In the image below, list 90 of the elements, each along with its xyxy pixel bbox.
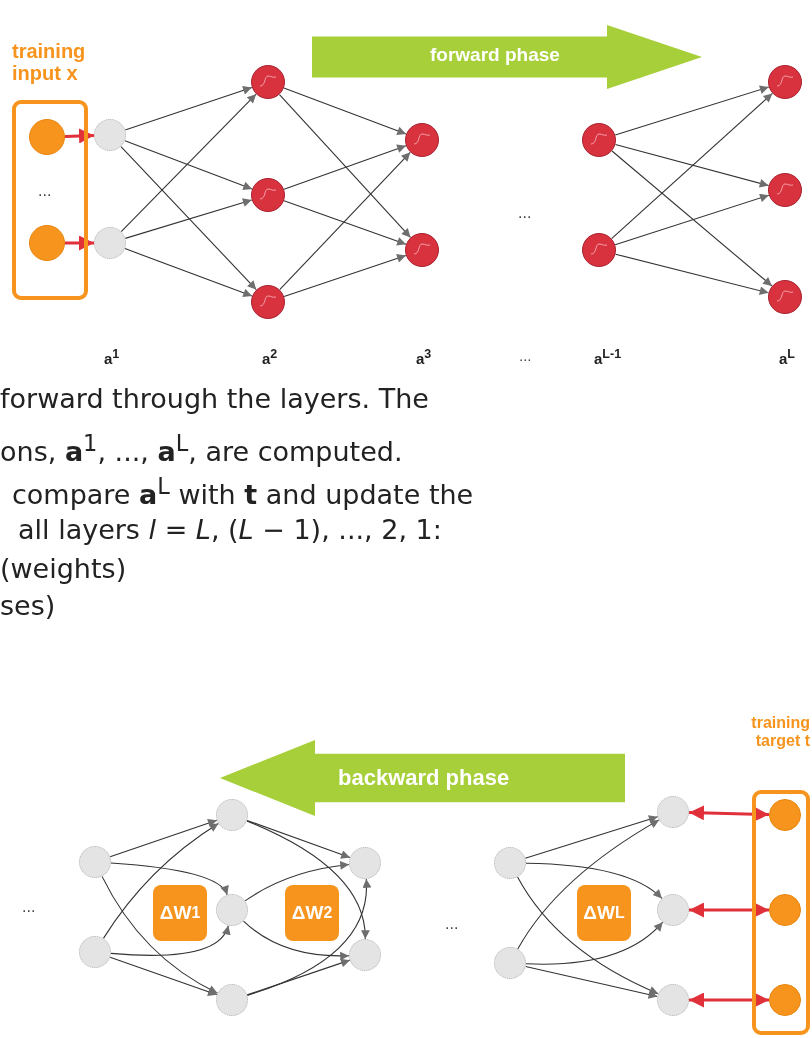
arrow — [124, 248, 253, 298]
arrow — [65, 235, 94, 251]
arrow — [688, 805, 770, 822]
neuron-circle — [349, 939, 381, 971]
neuron-circle — [582, 233, 616, 267]
arrow — [120, 93, 257, 233]
arrow — [525, 862, 663, 899]
arrow — [110, 925, 230, 956]
data-point-circle — [769, 984, 801, 1016]
neuron-circle — [405, 123, 439, 157]
neuron-circle — [216, 799, 248, 831]
layer-label: a$^{L}$ — [779, 347, 795, 367]
arrow — [611, 150, 773, 287]
arrow — [124, 86, 253, 131]
arrow-label: backward phase — [338, 765, 510, 791]
arrow — [283, 144, 407, 190]
arrow-label: forward phase — [430, 44, 560, 66]
neuron-circle — [657, 984, 689, 1016]
arrow — [614, 143, 770, 188]
arrow — [124, 198, 253, 239]
arrow — [124, 140, 253, 190]
neuron-circle — [494, 847, 526, 879]
neuron-circle — [216, 894, 248, 926]
ellipsis: ... — [518, 204, 532, 222]
arrow — [517, 876, 659, 995]
arrow — [517, 819, 660, 950]
ellipsis: ... — [445, 915, 459, 933]
arrow — [525, 966, 658, 999]
neuron-circle — [251, 65, 285, 99]
neuron-circle — [768, 65, 802, 99]
text-line: all layers l = L, (L − 1), ..., 2, 1: — [18, 514, 442, 545]
arrow — [689, 992, 769, 1008]
data-point-circle — [29, 119, 65, 155]
text-line: (weights) — [0, 553, 127, 584]
data-point-circle — [769, 799, 801, 831]
arrow — [246, 819, 351, 859]
ellipsis: ... — [38, 182, 52, 200]
arrow — [109, 818, 218, 858]
neuron-circle — [79, 846, 111, 878]
arrow — [120, 146, 257, 291]
arrow — [102, 822, 219, 939]
arrow — [614, 85, 770, 136]
ellipsis: ... — [22, 898, 36, 916]
arrow — [283, 87, 407, 135]
arrow — [246, 820, 370, 940]
arrow — [244, 861, 350, 902]
neuron-circle — [251, 178, 285, 212]
neuron-circle — [657, 796, 689, 828]
neuron-circle — [216, 984, 248, 1016]
neuron-circle — [94, 119, 126, 151]
arrow — [101, 875, 219, 994]
data-point-circle — [769, 894, 801, 926]
ellipsis: ... — [519, 347, 532, 364]
arrow — [278, 94, 412, 238]
group-heading: training target t — [750, 714, 810, 750]
layer-label: a$^{2}$ — [262, 347, 278, 367]
arrow — [614, 253, 770, 295]
arrow — [109, 956, 218, 996]
arrow — [110, 862, 228, 896]
arrow — [283, 200, 407, 246]
arrow — [246, 958, 351, 996]
neuron-circle — [79, 936, 111, 968]
arrow — [689, 902, 769, 918]
layer-label: a$^{1}$ — [104, 347, 120, 367]
text-line: ses) — [0, 590, 56, 621]
neuron-circle — [494, 947, 526, 979]
arrow — [611, 92, 773, 240]
arrow — [279, 151, 411, 291]
text-line: ons, a$^{1}$, ..., a$^{L}$, are computed. — [0, 430, 403, 467]
arrow — [524, 815, 659, 859]
arrow — [246, 878, 371, 996]
arrow — [614, 193, 770, 246]
neuron-circle — [582, 123, 616, 157]
text-line: compare a$^{L}$ with t and update the — [12, 473, 474, 510]
neuron-circle — [251, 285, 285, 319]
text-line: forward through the layers. The — [0, 383, 429, 414]
neuron-circle — [657, 894, 689, 926]
arrow — [243, 920, 350, 961]
neuron-circle — [405, 233, 439, 267]
data-point-circle — [29, 225, 65, 261]
layer-label: a$^{L-1}$ — [594, 347, 622, 367]
arrow — [283, 254, 407, 298]
arrow — [64, 128, 95, 144]
arrow — [525, 921, 664, 965]
neuron-circle — [94, 227, 126, 259]
neuron-circle — [768, 173, 802, 207]
layer-label: a$^{3}$ — [416, 347, 432, 367]
neuron-circle — [768, 280, 802, 314]
neuron-circle — [349, 847, 381, 879]
group-heading: training input x — [12, 40, 87, 84]
